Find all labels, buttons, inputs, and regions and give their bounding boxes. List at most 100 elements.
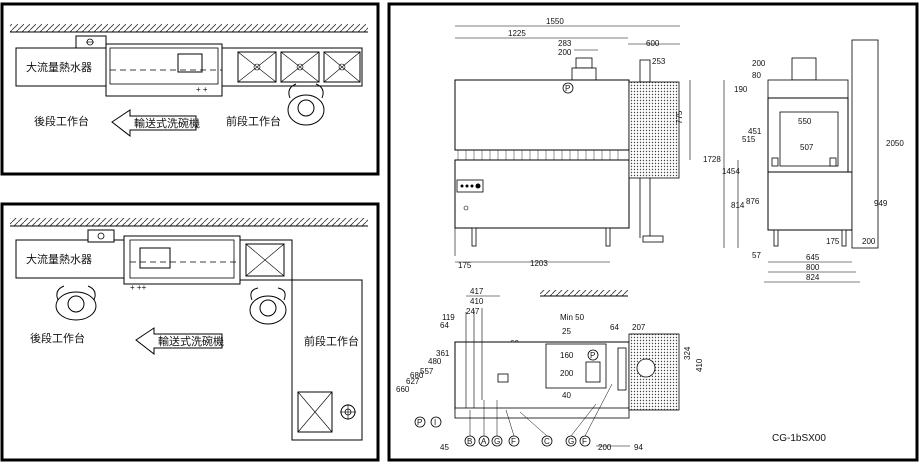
wall-hatch bbox=[10, 24, 368, 32]
conveyor-label: 輸送式洗碗機 bbox=[158, 334, 224, 348]
svg-text:175: 175 bbox=[458, 261, 472, 270]
svg-text:814: 814 bbox=[731, 201, 745, 210]
svg-text:410: 410 bbox=[470, 297, 484, 306]
svg-text:200: 200 bbox=[862, 237, 876, 246]
marker-p bbox=[562, 82, 574, 94]
water-heater bbox=[87, 229, 115, 243]
worker-icon bbox=[287, 83, 325, 126]
svg-text:64: 64 bbox=[610, 323, 619, 332]
svg-text:57: 57 bbox=[752, 251, 761, 260]
sink-icon bbox=[280, 51, 320, 83]
svg-text:324: 324 bbox=[683, 346, 692, 360]
svg-text:550: 550 bbox=[798, 117, 812, 126]
svg-text:40: 40 bbox=[562, 391, 571, 400]
svg-text:253: 253 bbox=[652, 57, 666, 66]
svg-text:949: 949 bbox=[874, 199, 888, 208]
dishwasher-tank bbox=[454, 159, 630, 229]
wall-hatch bbox=[10, 218, 368, 226]
svg-text:507: 507 bbox=[800, 143, 814, 152]
svg-text:80: 80 bbox=[752, 71, 761, 80]
svg-text:64: 64 bbox=[440, 321, 449, 330]
svg-text:1225: 1225 bbox=[508, 29, 526, 38]
svg-text:207: 207 bbox=[632, 323, 646, 332]
svg-text:C: C bbox=[544, 437, 550, 446]
conveyor-label: 輸送式洗碗機 bbox=[134, 116, 200, 130]
heater-label: 大流量熱水器 bbox=[26, 60, 92, 74]
svg-text:+ ++: + ++ bbox=[130, 283, 147, 292]
layout-bottom-panel: + ++ 大流量熱水器 bbox=[0, 202, 380, 462]
svg-text:1454: 1454 bbox=[722, 167, 740, 176]
conveyor-direction-arrow: 輸送式洗碗機 bbox=[135, 327, 224, 356]
sink-icon bbox=[323, 51, 361, 83]
svg-text:175: 175 bbox=[826, 237, 840, 246]
svg-text:451: 451 bbox=[748, 127, 762, 136]
rear-table-label: 後段工作台 bbox=[34, 114, 89, 128]
model-code: CG-1bSX00 bbox=[772, 433, 826, 444]
front-table-label: 前段工作台 bbox=[304, 334, 359, 348]
svg-text:I: I bbox=[434, 418, 436, 427]
svg-text:200: 200 bbox=[752, 59, 766, 68]
svg-text:160: 160 bbox=[560, 351, 574, 360]
rear-work-table bbox=[15, 47, 117, 87]
plan-view: 417 410 247 119 64 Min 50 25 60 361 480 … bbox=[396, 287, 826, 452]
front-view: 1550 1225 600 283 200 253 P bbox=[454, 17, 745, 270]
svg-text:G: G bbox=[568, 437, 574, 446]
svg-text:1203: 1203 bbox=[530, 259, 548, 268]
svg-text:+ +: + + bbox=[196, 85, 208, 94]
rear-table-label: 後段工作台 bbox=[30, 331, 85, 345]
sink-icon bbox=[297, 391, 333, 433]
sink-icon bbox=[237, 51, 277, 83]
sink-icon bbox=[245, 243, 285, 277]
svg-text:Min 50: Min 50 bbox=[560, 313, 585, 322]
exhaust-duct bbox=[628, 81, 680, 179]
svg-text:515: 515 bbox=[742, 135, 756, 144]
technical-drawing-panel: 1550 1225 600 283 200 253 P bbox=[387, 2, 919, 462]
svg-text:P: P bbox=[417, 418, 422, 427]
conveyor-direction-arrow: 輸送式洗碗機 bbox=[111, 109, 200, 138]
svg-text:45: 45 bbox=[440, 443, 449, 452]
svg-text:876: 876 bbox=[746, 197, 760, 206]
worker-icon bbox=[249, 287, 287, 325]
svg-text:200: 200 bbox=[598, 443, 612, 452]
svg-text:1728: 1728 bbox=[703, 155, 721, 164]
svg-text:1550: 1550 bbox=[546, 17, 564, 26]
svg-text:200: 200 bbox=[558, 48, 572, 57]
control-panel bbox=[456, 179, 484, 193]
svg-text:775: 775 bbox=[675, 110, 684, 124]
svg-text:824: 824 bbox=[806, 273, 820, 282]
svg-text:247: 247 bbox=[466, 307, 480, 316]
svg-text:627: 627 bbox=[406, 377, 420, 386]
layout-top-panel: + + 大流量熱水器 後段工作台 前段工作台 bbox=[0, 2, 380, 176]
svg-text:645: 645 bbox=[806, 253, 820, 262]
dishwasher-hood bbox=[454, 79, 630, 151]
svg-text:119: 119 bbox=[442, 313, 455, 322]
svg-text:410: 410 bbox=[695, 358, 704, 372]
svg-text:G: G bbox=[494, 437, 500, 446]
svg-text:660: 660 bbox=[396, 385, 410, 394]
svg-text:B: B bbox=[467, 437, 472, 446]
svg-text:600: 600 bbox=[646, 39, 660, 48]
rear-work-table bbox=[15, 239, 125, 279]
svg-text:A: A bbox=[481, 437, 487, 446]
svg-text:200: 200 bbox=[560, 369, 574, 378]
worker-icon bbox=[55, 285, 97, 321]
svg-text:417: 417 bbox=[470, 287, 484, 296]
svg-text:2050: 2050 bbox=[886, 139, 904, 148]
svg-text:361: 361 bbox=[436, 349, 450, 358]
svg-text:F: F bbox=[582, 437, 587, 446]
svg-text:P: P bbox=[565, 84, 570, 93]
svg-text:680: 680 bbox=[410, 371, 424, 380]
side-tank bbox=[767, 171, 853, 231]
side-view: 200 80 190 550 515 451 507 876 2050 949 … bbox=[734, 39, 904, 283]
svg-text:94: 94 bbox=[634, 443, 643, 452]
svg-text:190: 190 bbox=[734, 85, 748, 94]
svg-text:25: 25 bbox=[562, 327, 571, 336]
heater-label: 大流量熱水器 bbox=[26, 252, 92, 266]
svg-text:557: 557 bbox=[420, 367, 434, 376]
svg-text:480: 480 bbox=[428, 357, 442, 366]
svg-text:283: 283 bbox=[558, 39, 572, 48]
svg-text:P: P bbox=[590, 351, 595, 360]
front-table-label: 前段工作台 bbox=[226, 114, 281, 128]
svg-text:800: 800 bbox=[806, 263, 820, 272]
